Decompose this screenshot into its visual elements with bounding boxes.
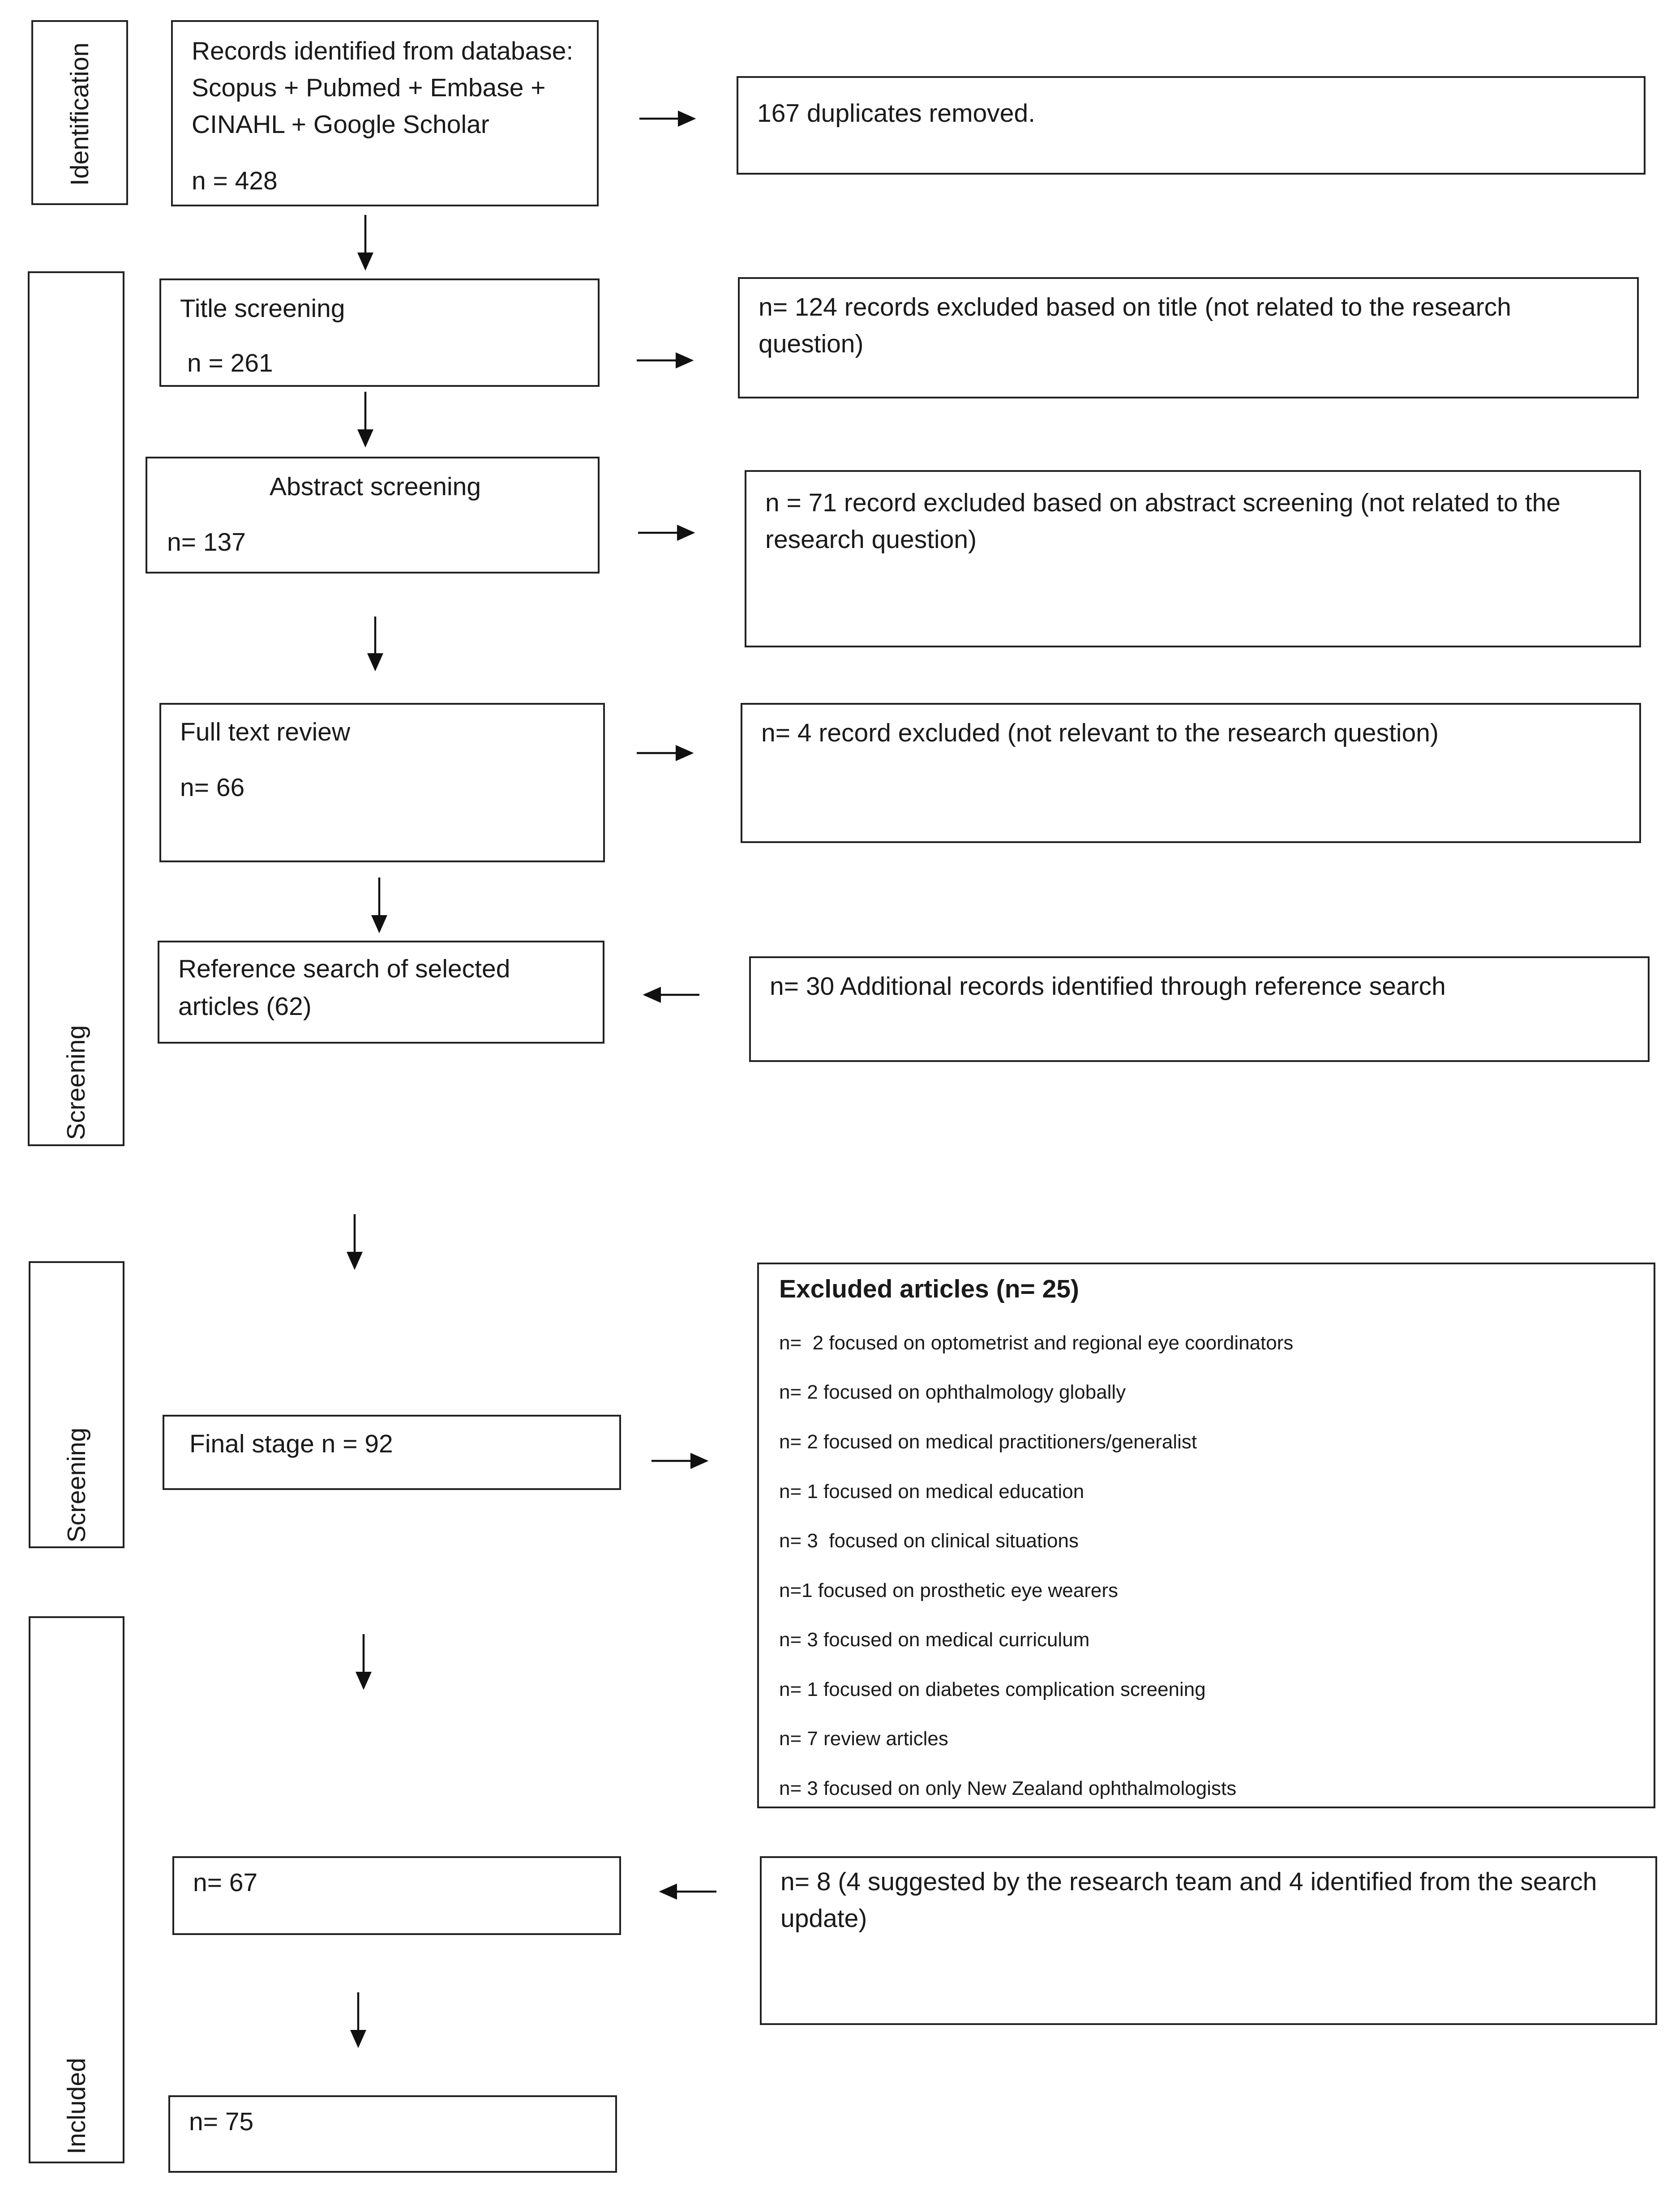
title-excluded-line2: question) [759,330,864,358]
phase-screening-1: Screening [28,271,124,1146]
n67-text: n= 67 [193,1868,258,1897]
final-stage-text: Final stage n = 92 [189,1430,393,1458]
excluded-item: n= 3 focused on medical curriculum [779,1629,1090,1651]
excluded-item: n= 2 focused on ophthalmology globally [779,1381,1126,1403]
excluded-item: n= 2 focused on medical practitioners/ge… [779,1431,1197,1453]
records-identified-line2: Scopus + Pubmed + Embase + [192,73,546,102]
excluded-item: n= 3 focused on clinical situations [779,1530,1079,1552]
final-stage-box: Final stage n = 92 [163,1415,621,1490]
full-text-review-box: Full text review n= 66 [159,703,605,862]
excluded-item: n=1 focused on prosthetic eye wearers [779,1580,1119,1601]
n75-box: n= 75 [168,2095,617,2173]
full-text-review-count: n= 66 [180,773,245,802]
full-text-excluded-box: n= 4 record excluded (not relevant to th… [741,703,1641,843]
records-identified-line1: Records identified from database: [192,37,574,65]
suggested-line2: update) [780,1904,867,1933]
n67-box: n= 67 [172,1856,621,1935]
abstract-excluded-line2: research question) [765,525,977,554]
abstract-screening-label: Abstract screening [270,472,481,501]
title-excluded-box: n= 124 records excluded based on title (… [738,277,1639,398]
excluded-articles-title: Excluded articles (n= 25) [779,1275,1080,1303]
phase-identification: Identification [31,20,128,205]
excluded-item: n= 1 focused on medical education [779,1481,1084,1503]
phase-screening-2: Screening [29,1261,124,1548]
excluded-item: n= 7 review articles [779,1728,948,1750]
full-text-review-label: Full text review [180,718,351,746]
full-text-excluded-text: n= 4 record excluded (not relevant to th… [761,719,1439,747]
reference-search-line1: Reference search of selected [178,955,510,983]
title-excluded-line1: n= 124 records excluded based on title (… [759,293,1511,321]
records-identified-count: n = 428 [192,167,278,195]
title-screening-count: n = 261 [187,349,273,377]
title-screening-box: Title screening n = 261 [159,278,600,387]
additional-records-text: n= 30 Additional records identified thro… [770,972,1446,1001]
additional-records-box: n= 30 Additional records identified thro… [749,956,1650,1062]
records-identified-line3: CINAHL + Google Scholar [192,110,489,139]
phase-included: Included [29,1616,124,2163]
duplicates-box: 167 duplicates removed. [737,76,1646,175]
title-screening-label: Title screening [180,294,345,323]
reference-search-line2: articles (62) [178,992,312,1021]
duplicates-text: 167 duplicates removed. [757,99,1036,128]
n75-text: n= 75 [189,2107,254,2136]
suggested-line1: n= 8 (4 suggested by the research team a… [780,1867,1597,1896]
excluded-item: n= 2 focused on optometrist and regional… [779,1332,1294,1354]
abstract-screening-box: Abstract screening n= 137 [146,457,600,574]
excluded-item: n= 3 focused on only New Zealand ophthal… [779,1777,1237,1799]
reference-search-box: Reference search of selected articles (6… [158,941,604,1044]
records-identified-box: Records identified from database: Scopus… [171,20,599,206]
suggested-box: n= 8 (4 suggested by the research team a… [760,1856,1657,2025]
abstract-excluded-line1: n = 71 record excluded based on abstract… [765,488,1561,517]
abstract-screening-count: n= 137 [167,528,246,557]
abstract-excluded-box: n = 71 record excluded based on abstract… [745,470,1641,647]
excluded-item: n= 1 focused on diabetes complication sc… [779,1678,1206,1700]
excluded-articles-box: Excluded articles (n= 25) n= 2 focused o… [757,1263,1655,1808]
